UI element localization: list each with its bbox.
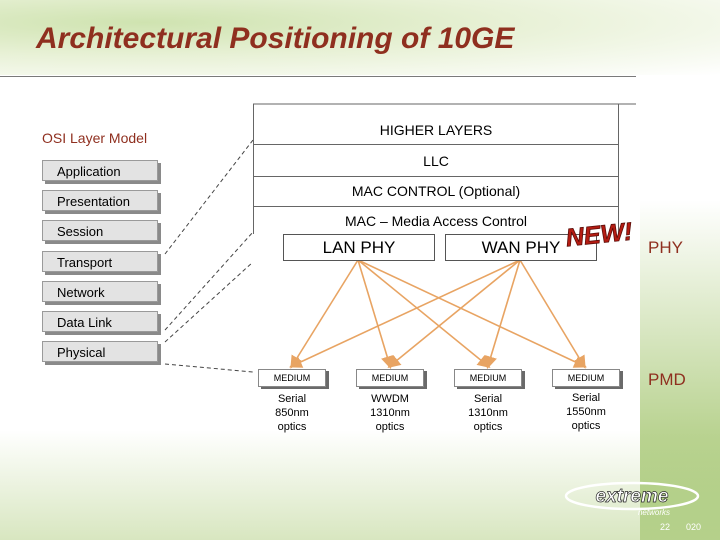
stack-higher-layers: HIGHER LAYERS xyxy=(253,104,619,144)
slide-title: Architectural Positioning of 10GE xyxy=(36,22,515,55)
extreme-networks-logo: extreme networks xyxy=(564,481,700,517)
stack-llc: LLC xyxy=(253,144,619,176)
wan-phy-box: WAN PHY xyxy=(445,234,597,261)
pmd-label: PMD xyxy=(648,370,686,389)
mapping-line-physical-bottom xyxy=(164,363,254,373)
header-band xyxy=(0,0,720,75)
new-badge-icon: NEW! xyxy=(564,218,634,250)
phy-to-medium-arrows xyxy=(289,259,587,370)
osi-layer-physical: Physical xyxy=(42,341,158,362)
medium-box-1: MEDIUM xyxy=(258,369,326,387)
osi-layer-presentation: Presentation xyxy=(42,190,158,211)
phy-label: PHY xyxy=(648,238,683,257)
medium-box-2: MEDIUM xyxy=(356,369,424,387)
osi-layer-transport: Transport xyxy=(42,251,158,272)
title-divider xyxy=(0,76,636,77)
mapping-line-top xyxy=(164,139,254,255)
osi-layer-session: Session xyxy=(42,220,158,241)
page-number: 22 xyxy=(660,522,671,532)
stack-mac-control: MAC CONTROL (Optional) xyxy=(253,176,619,206)
svg-text:networks: networks xyxy=(638,508,670,517)
svg-text:extreme: extreme xyxy=(596,486,669,507)
osi-layer-application: Application xyxy=(42,160,158,181)
medium-box-3: MEDIUM xyxy=(454,369,522,387)
medium-box-4: MEDIUM xyxy=(552,369,620,387)
stack-mac: MAC – Media Access Control xyxy=(253,206,619,234)
mapping-line-datalink xyxy=(164,231,254,331)
mapping-line-physical-top xyxy=(164,261,254,343)
new-badge-text: NEW! xyxy=(564,218,633,250)
osi-heading: OSI Layer Model xyxy=(42,130,148,146)
page-code: 020 xyxy=(686,522,702,532)
osi-layer-network: Network xyxy=(42,281,158,302)
lan-phy-box: LAN PHY xyxy=(283,234,435,261)
osi-layer-data-link: Data Link xyxy=(42,311,158,332)
